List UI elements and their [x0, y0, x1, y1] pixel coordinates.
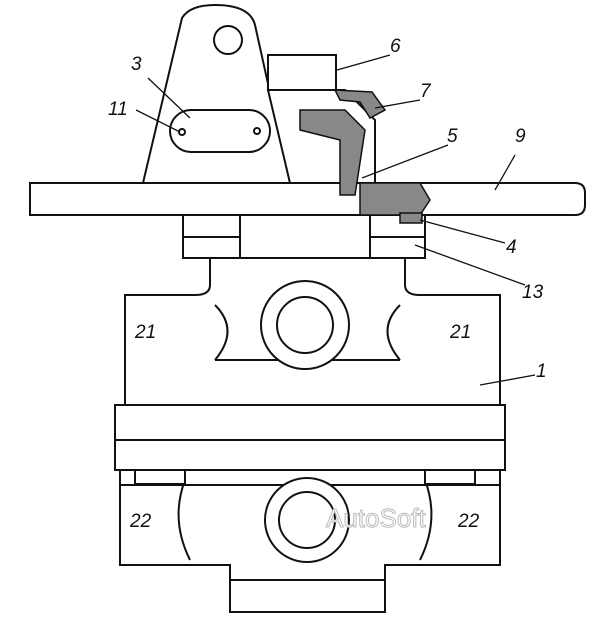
label-21-right: 21	[449, 322, 471, 343]
leader-lines	[135, 54, 536, 386]
nut-right	[369, 236, 426, 259]
label-4: 4	[506, 237, 517, 258]
label-22-right: 22	[457, 511, 480, 532]
seal-ring	[399, 212, 423, 224]
plate-section	[359, 182, 431, 216]
upper-port-inner	[276, 296, 334, 354]
label-5: 5	[447, 126, 458, 147]
slot-pin-right	[253, 127, 261, 135]
label-13: 13	[522, 282, 544, 303]
lower-port-inner	[278, 491, 336, 549]
label-7: 7	[420, 81, 432, 102]
pedal-plate	[29, 182, 586, 216]
bracket-slot	[169, 109, 271, 153]
label-1: 1	[536, 361, 547, 382]
plunger-section	[299, 109, 366, 196]
label-22-left: 22	[129, 511, 152, 532]
bolt-head-left	[182, 214, 241, 238]
bracket-hole	[213, 25, 243, 55]
lower-bolt-right	[424, 469, 476, 485]
boot-seal	[333, 89, 387, 119]
nut-left	[182, 236, 241, 259]
label-6: 6	[390, 36, 401, 57]
lower-bolt-left	[134, 469, 186, 485]
label-21-left: 21	[134, 322, 156, 343]
label-11: 11	[108, 99, 128, 120]
label-9: 9	[515, 126, 526, 147]
plunger-cap	[267, 54, 337, 91]
watermark: AutoSoft	[326, 503, 427, 533]
middle-flange	[114, 404, 506, 471]
lower-body-contour	[120, 479, 500, 581]
label-3: 3	[131, 54, 142, 75]
